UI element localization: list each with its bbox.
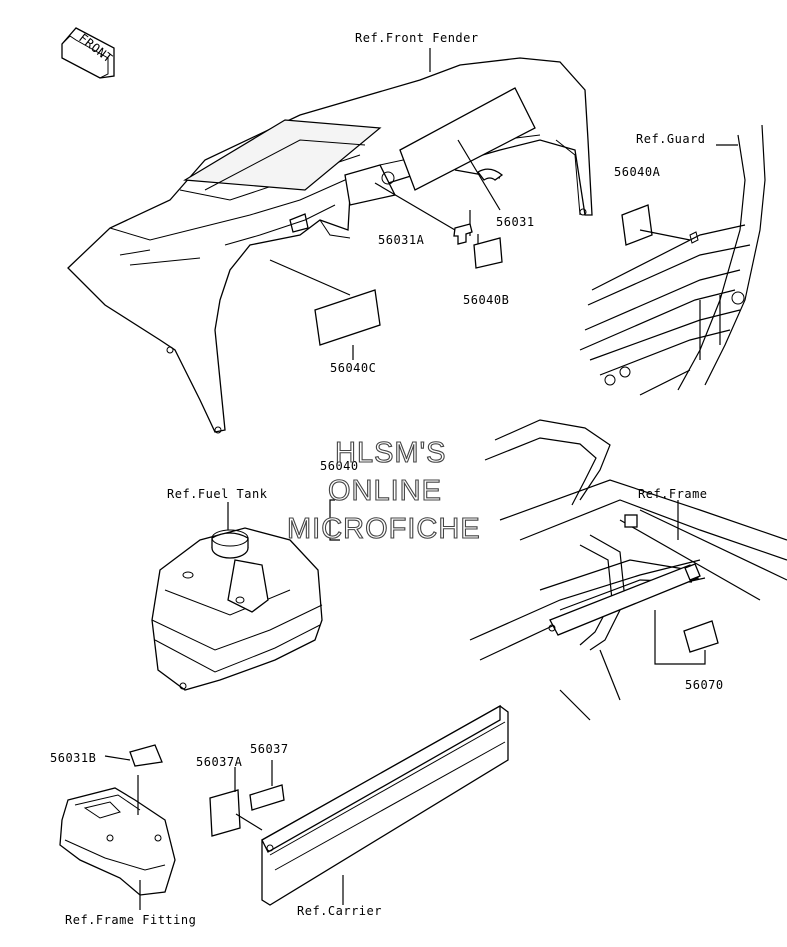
label-56040C: 56040C (330, 361, 376, 375)
label-ref-front-fender: Ref.Front Fender (355, 31, 479, 45)
frame-part (469, 419, 787, 721)
decal-56040C (314, 289, 381, 346)
label-ref-fuel-tank: Ref.Fuel Tank (167, 487, 268, 501)
decal-56070 (683, 620, 719, 653)
carrier-part (261, 704, 509, 906)
leader-56040 (329, 499, 340, 541)
front-fender-part (67, 57, 593, 434)
label-56031: 56031 (496, 215, 535, 229)
label-56040: 56040 (320, 459, 359, 473)
label-56040B: 56040B (463, 293, 509, 307)
decal-56040B (473, 237, 503, 269)
label-56037: 56037 (250, 742, 289, 756)
decal-56031 (477, 168, 504, 181)
leader-56070 (654, 610, 706, 665)
label-56037A: 56037A (196, 755, 243, 769)
label-ref-carrier: Ref.Carrier (297, 904, 382, 918)
guard-part (579, 124, 766, 396)
frame-fitting-part (59, 744, 176, 896)
watermark-line-3: MICROFICHE (287, 513, 481, 545)
label-56070: 56070 (685, 678, 724, 692)
label-ref-frame: Ref.Frame (638, 487, 708, 501)
decal-56037A (209, 789, 241, 837)
label-56031B: 56031B (50, 751, 96, 765)
watermark-line-2: ONLINE (328, 475, 442, 507)
decal-56037 (249, 784, 285, 811)
fuel-tank-part (151, 527, 323, 691)
decal-56040A (621, 204, 653, 246)
label-ref-frame-fitting: Ref.Frame Fitting (65, 913, 196, 927)
label-56031A: 56031A (378, 233, 425, 247)
front-arrow-icon: FRONT (61, 27, 115, 79)
watermark-line-1: HLSM'S (335, 437, 446, 469)
label-ref-guard: Ref.Guard (636, 132, 706, 146)
label-56040A: 56040A (614, 165, 661, 179)
decal-56031B (129, 744, 163, 767)
decal-56031A (453, 223, 473, 245)
